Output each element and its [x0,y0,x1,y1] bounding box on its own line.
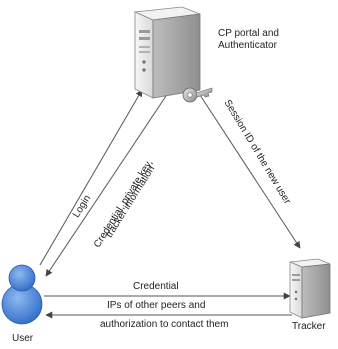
credential-label: Credential [133,281,179,292]
key-icon [182,87,213,103]
server-icon [133,6,201,99]
ips-label-line1: IPs of other peers and [107,300,206,311]
user-label: User [12,333,34,344]
edge-login [39,89,143,266]
ips-label-line2: authorization to contact them [100,319,229,330]
tracker-label: Tracker [292,321,326,332]
user-icon [1,264,43,325]
edge-credential-private-key [45,95,167,277]
server-label-line1: CP portal and [218,28,279,39]
server-label-line2: Authenticator [218,40,277,51]
edge-session-id [199,94,301,249]
tracker-server-icon [289,258,331,319]
